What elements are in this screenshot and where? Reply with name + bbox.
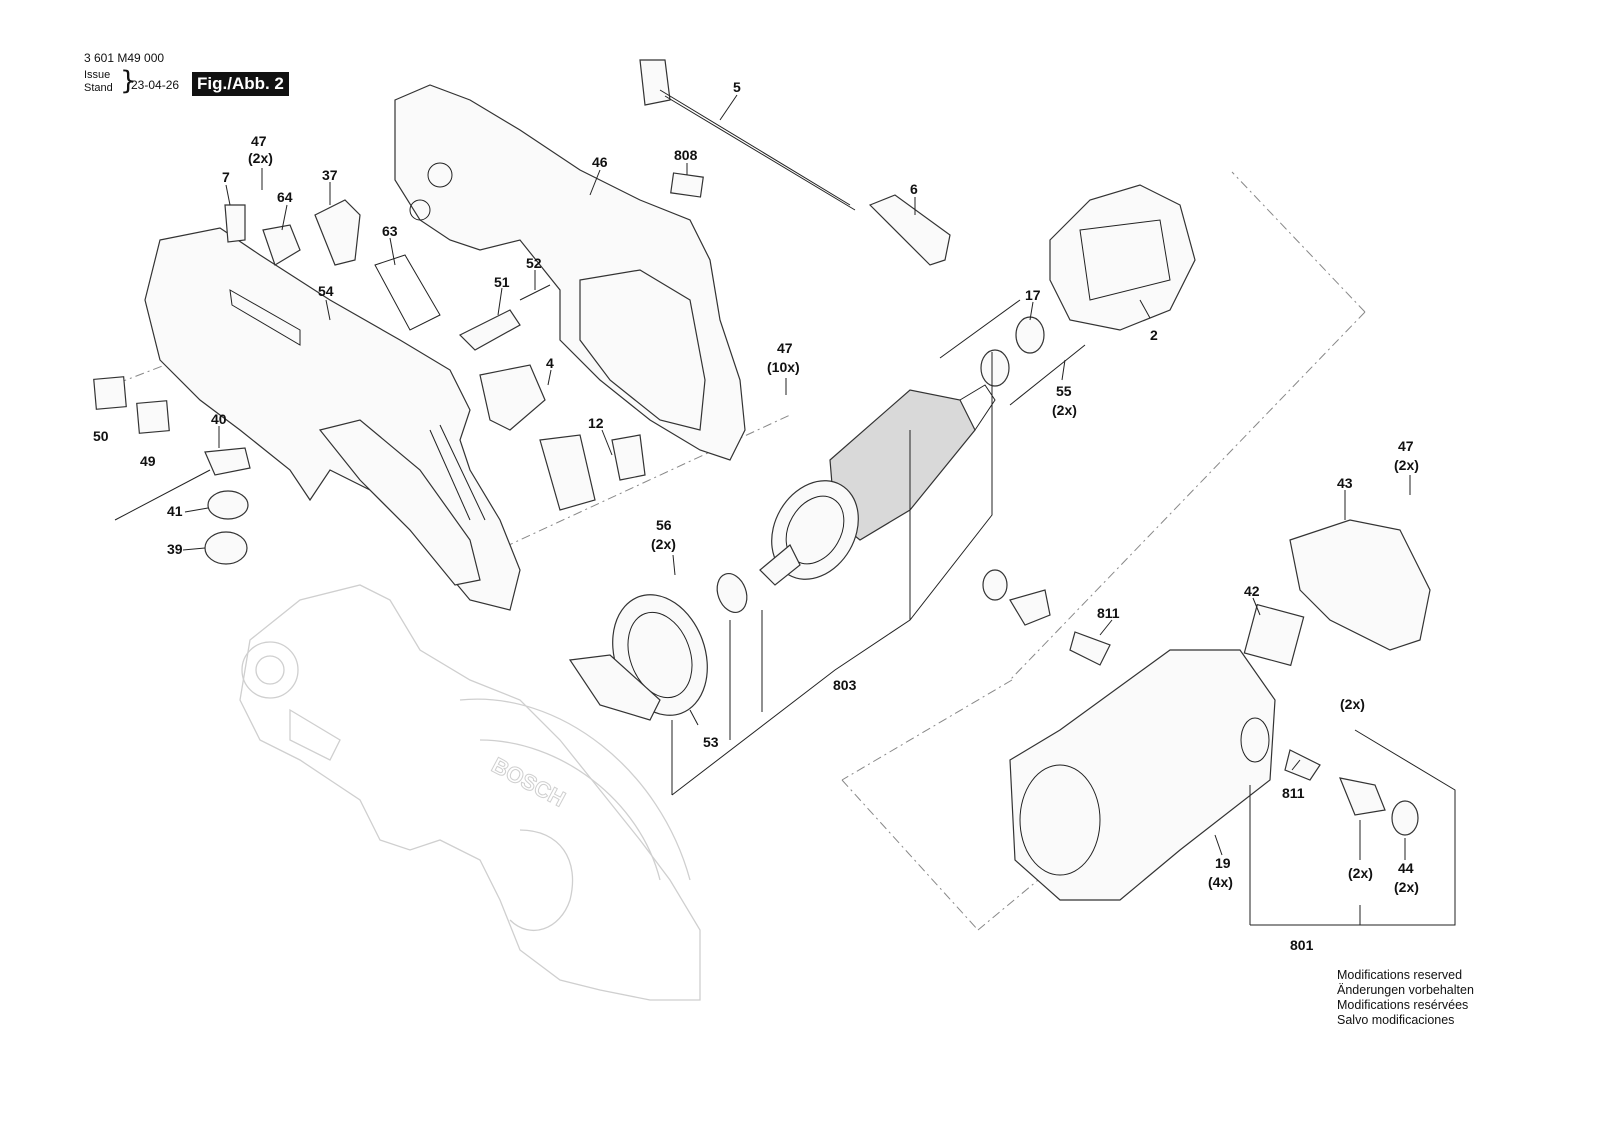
issue-stand-labels: Issue Stand	[84, 69, 113, 95]
callout-44: 44	[1398, 860, 1414, 876]
callout-56: 56	[656, 517, 672, 533]
small-parts	[93, 59, 1419, 836]
handle-housing-54	[144, 227, 521, 611]
callout-47: 47	[251, 133, 267, 149]
callout-52: 52	[526, 255, 542, 271]
figure-badge: Fig./Abb. 2	[192, 72, 289, 96]
callout-19: 19	[1215, 855, 1231, 871]
armature	[759, 384, 996, 586]
callout-55-qty: (2x)	[1052, 402, 1077, 418]
brace-glyph: }	[120, 66, 137, 96]
callout-7: 7	[222, 169, 230, 185]
note-de: Änderungen vorbehalten	[1337, 983, 1474, 997]
note-en: Modifications reserved	[1337, 968, 1463, 982]
modification-notes: Modifications reserved Änderungen vorbeh…	[1337, 968, 1474, 1028]
callout-2x-b: (2x)	[1348, 865, 1373, 881]
callout-64: 64	[277, 189, 293, 205]
callout-37: 37	[322, 167, 338, 183]
callout-811-a: 811	[1097, 605, 1120, 621]
callout-54: 54	[318, 283, 334, 299]
callout-49: 49	[140, 453, 156, 469]
callout-4: 4	[546, 355, 554, 371]
callout-47-c: 47	[1398, 438, 1414, 454]
motor-housing-801	[1009, 649, 1276, 901]
ghost-brand-text: BOSCH	[488, 752, 570, 811]
bearing-plate-53	[568, 594, 708, 721]
end-cover-43	[1289, 519, 1431, 651]
stand-label: Stand	[84, 82, 113, 94]
callout-51: 51	[494, 274, 510, 290]
callout-47-qty: (2x)	[248, 150, 273, 166]
callout-42: 42	[1244, 583, 1260, 599]
callout-labels: 47 (2x) 7 64 37 63 46 808 5 6 52 51 54 4…	[93, 79, 1419, 953]
callout-2x-a: (2x)	[1340, 696, 1365, 712]
callout-47-c-qty: (2x)	[1394, 457, 1419, 473]
issue-label: Issue	[84, 69, 111, 81]
callout-44-qty: (2x)	[1394, 879, 1419, 895]
callout-47-b: 47	[777, 340, 793, 356]
part-number: 3 601 M49 000	[84, 51, 165, 65]
callout-39: 39	[167, 541, 183, 557]
callout-2: 2	[1150, 327, 1158, 343]
callout-53: 53	[703, 734, 719, 750]
callout-56-qty: (2x)	[651, 536, 676, 552]
callout-808: 808	[674, 147, 698, 163]
callout-801: 801	[1290, 937, 1314, 953]
callout-43: 43	[1337, 475, 1353, 491]
callout-46: 46	[592, 154, 608, 170]
assembly-brackets	[671, 352, 1456, 926]
leader-lines	[182, 94, 1411, 860]
callout-5: 5	[733, 79, 741, 95]
callout-6: 6	[910, 181, 918, 197]
callout-41: 41	[167, 503, 183, 519]
callout-12: 12	[588, 415, 604, 431]
callout-17: 17	[1025, 287, 1041, 303]
callout-47-b-qty: (10x)	[767, 359, 800, 375]
rear-housing-46	[394, 84, 746, 461]
callout-50: 50	[93, 428, 109, 444]
note-fr: Modifications resérvées	[1337, 998, 1469, 1012]
note-es: Salvo modificaciones	[1337, 1013, 1455, 1027]
callout-40: 40	[211, 411, 227, 427]
callout-63: 63	[382, 223, 398, 239]
motor-stator-2	[1049, 184, 1196, 331]
issue-date: 23-04-26	[131, 78, 180, 92]
callout-19-qty: (4x)	[1208, 874, 1233, 890]
callout-803: 803	[833, 677, 857, 693]
callout-811-b: 811	[1282, 785, 1305, 801]
callout-55: 55	[1056, 383, 1072, 399]
